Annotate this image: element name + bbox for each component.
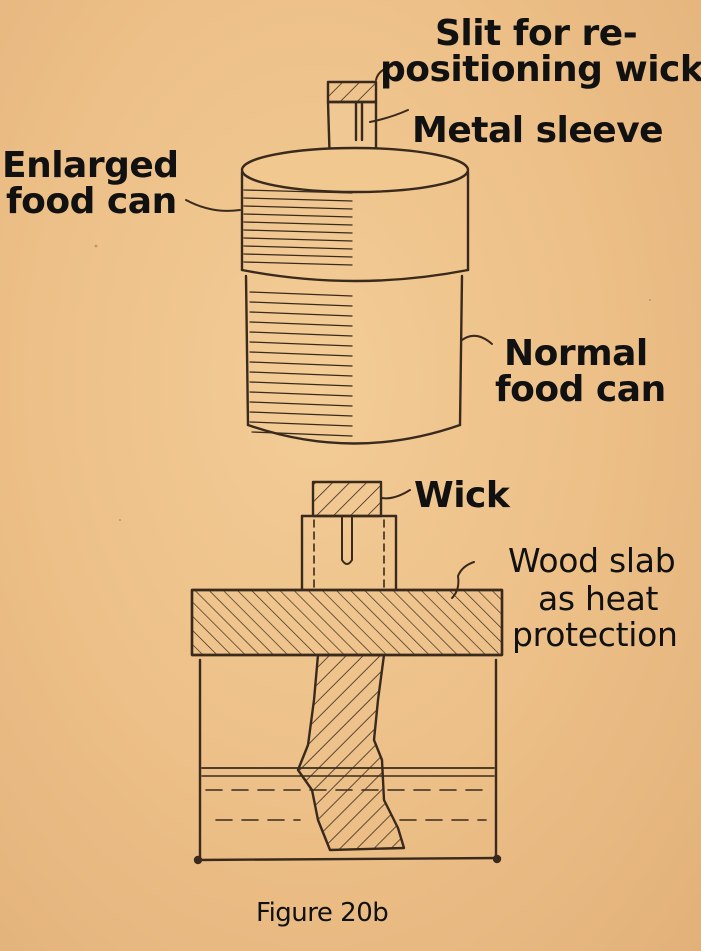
normal-food-can bbox=[244, 274, 464, 445]
label-wood-line3: protection bbox=[512, 615, 678, 654]
leader-sleeve bbox=[369, 109, 409, 123]
label-normal-line2: food can bbox=[495, 369, 666, 410]
wick-in-fuel bbox=[296, 653, 406, 852]
paper-specks bbox=[94, 244, 651, 521]
wood-slab bbox=[190, 588, 504, 657]
metal-sleeve-section bbox=[300, 514, 398, 592]
leader-slit bbox=[375, 65, 393, 81]
enlarged-can-shading bbox=[243, 189, 353, 266]
leader-wick bbox=[381, 489, 411, 500]
label-metal-sleeve: Metal sleeve bbox=[412, 110, 664, 151]
label-wick: Wick bbox=[414, 475, 510, 516]
label-enlarged-line2: food can bbox=[6, 181, 177, 222]
figure-caption: Figure 20b bbox=[256, 898, 389, 928]
leader-wood bbox=[451, 561, 475, 599]
normal-can-shading bbox=[249, 291, 353, 437]
label-wood-line2: as heat bbox=[538, 579, 659, 618]
enlarged-food-can bbox=[240, 146, 470, 283]
wick-top bbox=[311, 480, 383, 518]
leader-enlarged bbox=[185, 199, 241, 212]
label-slit-line2: positioning wick bbox=[380, 49, 701, 90]
label-enlarged-line1: Enlarged bbox=[2, 145, 179, 186]
label-slit-line1: Slit for re- bbox=[435, 13, 638, 54]
label-normal-line1: Normal bbox=[504, 333, 648, 374]
leader-normal bbox=[461, 334, 493, 345]
label-wood-line1: Wood slab bbox=[508, 541, 676, 580]
